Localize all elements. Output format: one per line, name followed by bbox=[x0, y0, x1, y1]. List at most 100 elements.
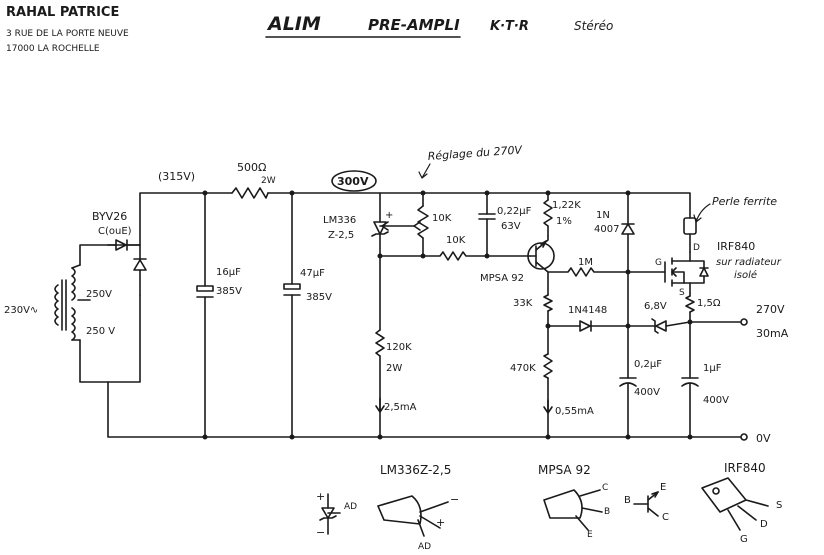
pinout-mpsa-c: C bbox=[602, 483, 608, 493]
marker-300v-circle bbox=[331, 170, 377, 192]
ferrite-bead bbox=[683, 217, 697, 253]
wire-secondary bbox=[79, 244, 109, 383]
r120k-label: 120K bbox=[386, 342, 412, 353]
irf840-label: IRF840 bbox=[717, 240, 755, 253]
c1-voltage: 400V bbox=[703, 395, 729, 406]
zener-lm336 bbox=[371, 192, 415, 331]
capacitor-1uf bbox=[681, 377, 699, 438]
pinout-lm336-pkg-minus: − bbox=[450, 493, 459, 506]
c022-value: 0,22μF bbox=[497, 206, 532, 217]
r1m-label: 1M bbox=[578, 257, 593, 268]
resistor-1-5-ohm bbox=[685, 292, 695, 379]
r470k-label: 470K bbox=[510, 363, 536, 374]
c022-voltage: 63V bbox=[501, 221, 521, 232]
irf-note-1: sur radiateur bbox=[716, 257, 782, 268]
node-10k bbox=[420, 253, 426, 259]
pinout-lm336-ad-label: AD bbox=[344, 502, 357, 512]
r122k-label: 1,22K bbox=[552, 200, 581, 211]
pinout-lm336-plus: + bbox=[316, 490, 325, 503]
irf-pin-s: S bbox=[679, 288, 685, 298]
pinout-mpsa-package bbox=[543, 489, 603, 531]
r33k-label: 33K bbox=[513, 298, 533, 309]
d1n4007-label-b: 4007 bbox=[594, 224, 619, 235]
lm336-type-label: Z-2,5 bbox=[328, 230, 354, 241]
capacitor-022uf bbox=[478, 192, 496, 257]
pinout-lm336-title: LM336Z-2,5 bbox=[380, 463, 451, 477]
title-stereo: Stéréo bbox=[574, 19, 613, 33]
label-315v: (315V) bbox=[158, 170, 195, 183]
pinout-mpsa-sym-e: E bbox=[660, 482, 666, 493]
wire-top-rail-right bbox=[627, 192, 691, 219]
resistor-500-ohm bbox=[231, 187, 269, 199]
label-300v: 300V bbox=[337, 175, 369, 188]
node-gnd-c16 bbox=[202, 434, 208, 440]
irf-pin-g: G bbox=[655, 258, 662, 268]
capacitor-47uf bbox=[283, 192, 301, 438]
c02-value: 0,2μF bbox=[634, 359, 662, 370]
pinout-mpsa-title: MPSA 92 bbox=[538, 463, 591, 477]
resistor-33k bbox=[543, 294, 553, 355]
r500-watt-label: 2W bbox=[261, 176, 276, 186]
pinout-mpsa-b: B bbox=[604, 507, 610, 517]
node-top-c16 bbox=[202, 190, 208, 196]
r122k-tolerance: 1% bbox=[556, 216, 572, 227]
mpsa92-label: MPSA 92 bbox=[480, 273, 524, 284]
node-top-1n4007 bbox=[625, 190, 631, 196]
capacitor-16uf bbox=[196, 192, 214, 438]
pinout-lm336-minus: − bbox=[316, 526, 325, 539]
d1n4007-label: 1N bbox=[596, 210, 610, 221]
reglage-arrow bbox=[418, 163, 431, 179]
pinout-irf-s: S bbox=[776, 500, 782, 511]
v0-label: 0V bbox=[756, 432, 771, 445]
i25-label: 2,5mA bbox=[384, 402, 417, 413]
node-gnd-c47 bbox=[289, 434, 295, 440]
lm336-plus: + bbox=[385, 210, 393, 221]
resistor-1-22k bbox=[543, 192, 553, 237]
z68-label: 6,8V bbox=[644, 301, 667, 312]
capacitor-02uf bbox=[619, 271, 637, 438]
diode-1n4007 bbox=[621, 192, 635, 273]
author-name: RAHAL PATRICE bbox=[6, 5, 119, 20]
wire-ground-left bbox=[107, 294, 141, 383]
title-alim: ALIM bbox=[266, 13, 321, 35]
pinout-lm336-symbol bbox=[319, 493, 341, 535]
resistor-10k bbox=[379, 251, 531, 261]
pinout-mpsa-e: E bbox=[587, 530, 593, 540]
out-30ma-label: 30mA bbox=[756, 327, 789, 340]
wire-ground-rail bbox=[107, 381, 741, 438]
node-gnd-c02 bbox=[625, 434, 631, 440]
byv26-alt-label: C(ouE) bbox=[98, 226, 132, 237]
secondary-2-label: 250 V bbox=[86, 326, 115, 337]
pinout-irf-g: G bbox=[740, 534, 748, 545]
node-top-122k bbox=[545, 190, 551, 196]
c16-value: 16μF bbox=[216, 267, 241, 278]
address-line-2: 17000 LA ROCHELLE bbox=[6, 44, 100, 54]
d1n4148-label: 1N4148 bbox=[568, 305, 607, 316]
pinout-lm336-pkg-plus: + bbox=[436, 516, 445, 529]
r10k-label: 10K bbox=[446, 235, 466, 246]
reglage-label: Réglage du 270V bbox=[427, 143, 524, 163]
irf-note-2: isolé bbox=[734, 269, 757, 281]
resistor-470k bbox=[543, 353, 553, 438]
c16-voltage: 385V bbox=[216, 286, 242, 297]
zener-6v8 bbox=[627, 318, 691, 334]
pinout-irf-d: D bbox=[760, 519, 768, 530]
out-270v-label: 270V bbox=[756, 303, 785, 316]
c47-voltage: 385V bbox=[306, 292, 332, 303]
pinout-irf-title: IRF840 bbox=[724, 461, 766, 475]
c02-voltage: 400V bbox=[634, 387, 660, 398]
perle-arrow bbox=[693, 203, 711, 223]
output-terminal bbox=[740, 318, 748, 326]
r500-label: 500Ω bbox=[237, 161, 266, 174]
node-gnd-120k bbox=[377, 434, 383, 440]
transistor-mpsa92 bbox=[527, 235, 555, 296]
transformer-input-label: 230V∿ bbox=[4, 305, 38, 316]
node-gnd-c1 bbox=[687, 434, 693, 440]
r15-label: 1,5Ω bbox=[697, 298, 721, 309]
pinout-lm336-pkg-ad: AD bbox=[418, 542, 431, 552]
address-line-1: 3 RUE DE LA PORTE NEUVE bbox=[6, 29, 129, 39]
node-top-c47 bbox=[289, 190, 295, 196]
pinout-mpsa-sym-c: C bbox=[662, 512, 669, 523]
i055-label: 0,55mA bbox=[555, 406, 594, 417]
